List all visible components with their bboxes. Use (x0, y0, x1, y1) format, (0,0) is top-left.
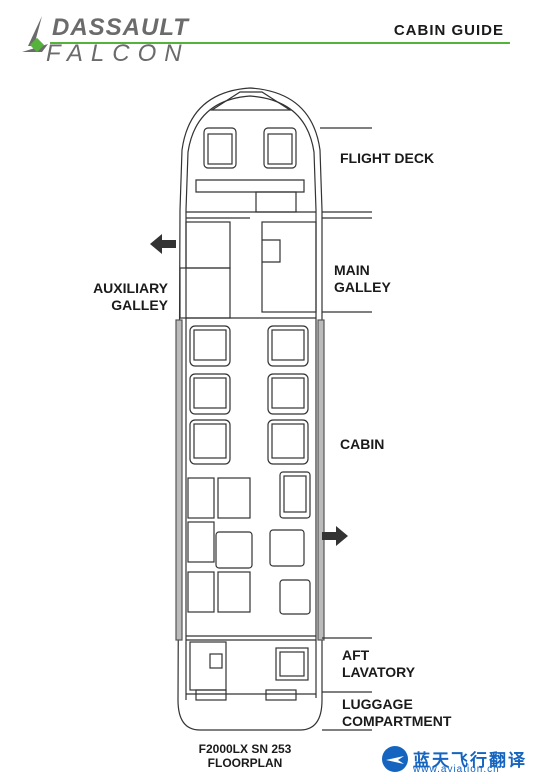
pilot-seat-left (203, 127, 237, 169)
label-luggage-line1: LUGGAGE (342, 696, 413, 712)
brand-falcon: FALCON (46, 40, 190, 67)
exit-arrow-left-icon (150, 234, 176, 254)
fuselage-outline (177, 87, 323, 731)
label-aft-lavatory-line1: AFT (342, 647, 370, 663)
label-main-galley-line2: GALLEY (334, 279, 391, 295)
label-main-galley-line1: MAIN (334, 262, 370, 278)
label-aft-lavatory-line2: LAVATORY (342, 664, 416, 680)
falcon-logo-icon (22, 16, 48, 53)
lavatory-block (189, 641, 227, 691)
label-luggage-line2: COMPARTMENT (342, 713, 452, 729)
header-divider (50, 42, 510, 44)
main-galley-block (261, 221, 317, 313)
watermark-chinese: 蓝天飞行翻译 (413, 751, 527, 771)
cabin-seats-left (187, 325, 253, 613)
pilot-seat-right (263, 127, 297, 169)
caption-model: F2000LX SN 253 (198, 742, 292, 756)
label-luggage-compartment: LUGGAGE COMPARTMENT (342, 696, 451, 730)
label-main-galley: MAIN GALLEY (334, 262, 391, 296)
label-flight-deck: FLIGHT DECK (340, 150, 435, 166)
watermark-logo-icon (382, 746, 408, 772)
aux-galley-block (185, 221, 231, 269)
label-aft-lavatory: AFT LAVATORY (342, 647, 415, 681)
page-title: CABIN GUIDE (393, 22, 504, 39)
cabin-seats-right (267, 325, 311, 615)
caption-floorplan: FLOORPLAN (207, 756, 283, 770)
label-cabin: CABIN (340, 436, 385, 452)
label-auxiliary-galley: AUXILIARY GALLEY (70, 280, 168, 314)
watermark-url: www.aviation.cn (413, 764, 500, 775)
exit-arrow-right-icon (322, 526, 348, 546)
brand-dassault: DASSAULT (52, 14, 189, 41)
label-aux-galley-line2: GALLEY (111, 297, 168, 313)
label-aux-galley-line1: AUXILIARY (93, 280, 168, 296)
floorplan-caption: F2000LX SN 253 FLOORPLAN (190, 742, 300, 770)
